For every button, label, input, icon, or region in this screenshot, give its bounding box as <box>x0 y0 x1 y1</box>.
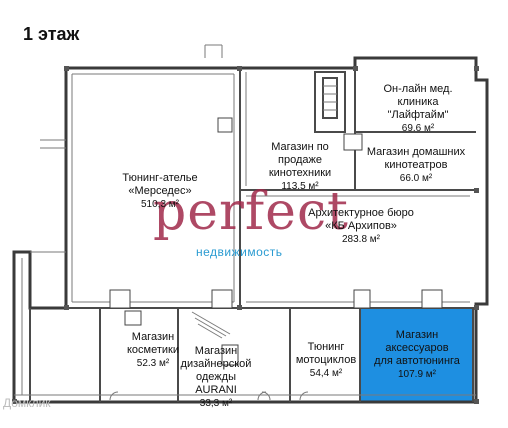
room-name: мотоциклов <box>295 354 357 366</box>
room-label-tuning-accessories-store: Магазин аксессуаров для автотюнинга 107.… <box>364 329 470 381</box>
room-label-cosmetics-store: Магазин косметики 52.3 м² <box>118 331 188 370</box>
room-name: дизайнерской <box>180 358 252 370</box>
room-area: 66.0 м² <box>399 173 433 184</box>
room-name: «КБ Архипов» <box>325 220 397 232</box>
brand-watermark-text: perfect <box>153 182 349 242</box>
room-area: 113.5 м² <box>281 181 319 192</box>
room-area: 510,3 м² <box>140 199 179 210</box>
room-area: 283.8 м² <box>341 234 380 245</box>
room-name: Он-лайн мед. клиника <box>383 83 453 108</box>
room-name: для автотюнинга <box>374 355 460 367</box>
room-label-tuning-atelier: Тюнинг-ателье «Мерседес» 510,3 м² <box>100 172 220 211</box>
brand-watermark-subtitle: недвижимость <box>196 245 283 259</box>
room-name: Архитектурное бюро <box>308 207 414 219</box>
room-area: 52.3 м² <box>136 358 170 369</box>
room-area: 54,4 м² <box>309 368 343 379</box>
room-label-clinic: Он-лайн мед. клиника "Лайфтайм" 69.6 м² <box>362 83 474 135</box>
columns <box>12 66 479 404</box>
room-label-architecture-bureau: Архитектурное бюро «КБ Архипов» 283.8 м² <box>304 207 418 246</box>
room-label-electronics-store: Магазин по продаже кинотехники 113.5 м² <box>248 141 352 193</box>
outer-walls <box>12 56 489 404</box>
room-area: 107.9 м² <box>397 369 436 380</box>
brand-watermark: perfect <box>153 186 349 238</box>
room-name: Магазин <box>395 329 439 341</box>
room-label-moto-tuning: Тюнинг мотоциклов 54,4 м² <box>293 341 359 380</box>
room-name: кинотехники <box>268 167 332 179</box>
room-name: Магазин <box>194 345 238 357</box>
room-name: "Лайфтайм" <box>387 109 449 121</box>
room-area: 69.6 м² <box>401 123 435 134</box>
room-name: косметики <box>126 344 179 356</box>
room-name: Тюнинг-ателье <box>122 172 198 184</box>
floor-title: 1 этаж <box>23 24 80 44</box>
thin-lines <box>14 44 476 401</box>
room-name: аксессуаров <box>385 342 449 354</box>
room-name: «Мерседес» <box>128 185 192 197</box>
corner-watermark: Домклик <box>3 396 51 410</box>
room-name: кинотеатров <box>384 159 448 171</box>
room-name: одежды AURANI <box>195 371 237 396</box>
room-name: Магазин домашних <box>366 146 466 158</box>
room-name: Магазин <box>131 331 175 343</box>
room-name: Магазин по продаже <box>271 141 329 166</box>
room-label-designer-clothes-store: Магазин дизайнерской одежды AURANI 33,3 … <box>176 345 256 410</box>
room-area: 33,3 м² <box>199 398 233 409</box>
room-label-home-theater-store: Магазин домашних кинотеатров 66.0 м² <box>364 146 468 185</box>
room-name: Тюнинг <box>307 341 345 353</box>
highlighted-room-fill <box>360 308 473 401</box>
wc-fixtures <box>109 117 443 366</box>
